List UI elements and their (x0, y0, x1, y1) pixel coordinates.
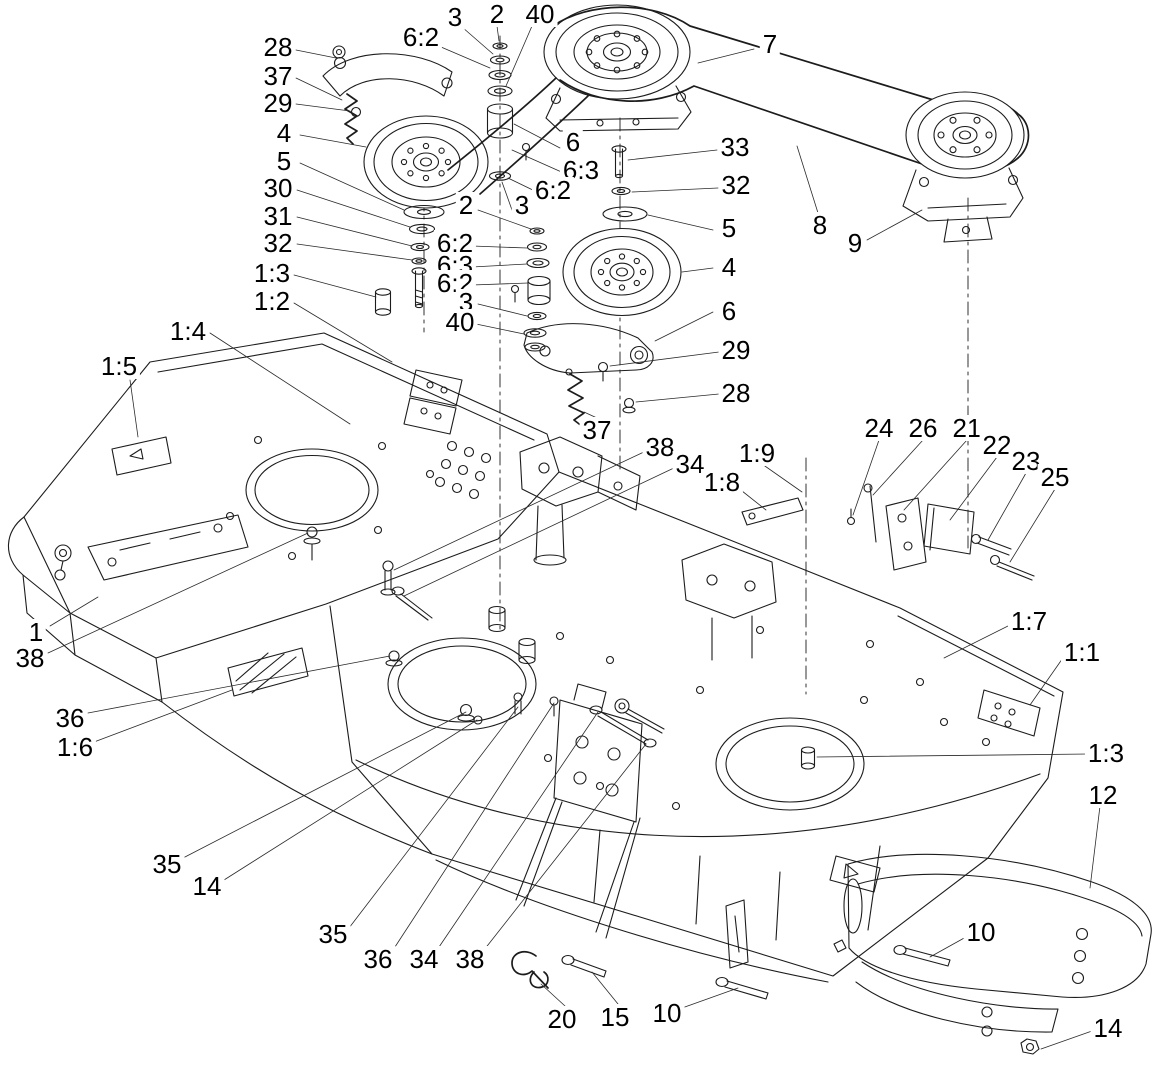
callout-label: 38 (452, 946, 488, 972)
callout-label: 2 (486, 1, 508, 27)
callout-label: 20 (544, 1006, 580, 1032)
spring-icon (567, 373, 585, 428)
pulley-right (902, 91, 1025, 243)
callout-label: 30 (260, 175, 296, 201)
callout-label: 6:2 (399, 24, 443, 50)
callout-label: 21 (949, 415, 985, 441)
callout-label: 33 (717, 134, 753, 160)
callout-label: 6:2 (433, 230, 477, 256)
callout-label: 1 (25, 619, 47, 645)
fasteners-bottom (457, 692, 1040, 1055)
callout-label: 1:1 (1060, 639, 1104, 665)
deck-left-wing (7, 332, 560, 855)
callout-label: 36 (52, 705, 88, 731)
hanger-bracket-parts (741, 483, 1035, 581)
callout-label: 1:7 (1007, 608, 1051, 634)
callout-label: 8 (809, 212, 831, 238)
callout-label: 1:5 (97, 353, 141, 379)
pulley-left (363, 115, 489, 209)
callout-label: 29 (718, 337, 754, 363)
washer-stack-mid (510, 227, 551, 352)
callout-label: 4 (718, 254, 740, 280)
callout-label: 3 (455, 289, 477, 315)
callout-label: 37 (579, 417, 615, 443)
spring-icon (344, 93, 358, 145)
callout-label: 3 (444, 4, 466, 30)
callout-label: 4 (273, 120, 295, 146)
callout-label: 28 (718, 380, 754, 406)
callout-label: 38 (642, 434, 678, 460)
callout-label: 6:2 (433, 270, 477, 296)
hairpin-clip-icon (511, 950, 549, 989)
callout-label: 15 (597, 1004, 633, 1030)
callout-label: 6 (718, 298, 740, 324)
callout-label: 14 (189, 873, 225, 899)
callout-label: 10 (963, 919, 999, 945)
callout-label: 10 (649, 1000, 685, 1026)
callout-label: 32 (718, 172, 754, 198)
callout-label: 1:3 (250, 260, 294, 286)
callout-label: 40 (522, 1, 558, 27)
callout-label: 3 (511, 192, 533, 218)
pulley-mid (562, 145, 682, 317)
callout-label: 32 (260, 230, 296, 256)
callout-label: 1:9 (735, 440, 779, 466)
callout-label: 1:4 (166, 318, 210, 344)
callout-label: 35 (149, 851, 185, 877)
callout-label: 28 (260, 34, 296, 60)
callout-label: 1:6 (53, 734, 97, 760)
hardware-below-left-pulley (374, 204, 445, 316)
bumper (843, 853, 1152, 1037)
callout-label: 9 (844, 230, 866, 256)
idler-arm-top-left (322, 45, 453, 145)
callout-label: 7 (759, 31, 781, 57)
callout-label: 31 (260, 203, 296, 229)
callout-label: 12 (1085, 782, 1121, 808)
callout-label: 35 (315, 921, 351, 947)
callout-label: 6:2 (531, 177, 575, 203)
callout-label: 1:3 (1084, 740, 1128, 766)
callout-label: 1:2 (250, 288, 294, 314)
callout-label: 34 (406, 946, 442, 972)
callout-label: 5 (718, 215, 740, 241)
callout-label: 34 (672, 451, 708, 477)
callout-label: 37 (260, 63, 296, 89)
leader-lines (47, 25, 1101, 1050)
callout-label: 29 (260, 90, 296, 116)
idler-arm-mid (523, 323, 654, 428)
callout-label: 26 (905, 415, 941, 441)
callout-label: 25 (1037, 464, 1073, 490)
callout-label: 6 (562, 129, 584, 155)
callout-label: 40 (442, 309, 478, 335)
callout-label: 1:8 (700, 469, 744, 495)
callout-label: 14 (1090, 1015, 1126, 1041)
callout-label: 5 (273, 148, 295, 174)
pulley-top-center (543, 4, 692, 132)
callout-label: 36 (360, 946, 396, 972)
callout-label: 2 (455, 192, 477, 218)
callout-label: 24 (861, 415, 897, 441)
callout-label: 38 (12, 645, 48, 671)
washer-stack-left (486, 42, 531, 181)
